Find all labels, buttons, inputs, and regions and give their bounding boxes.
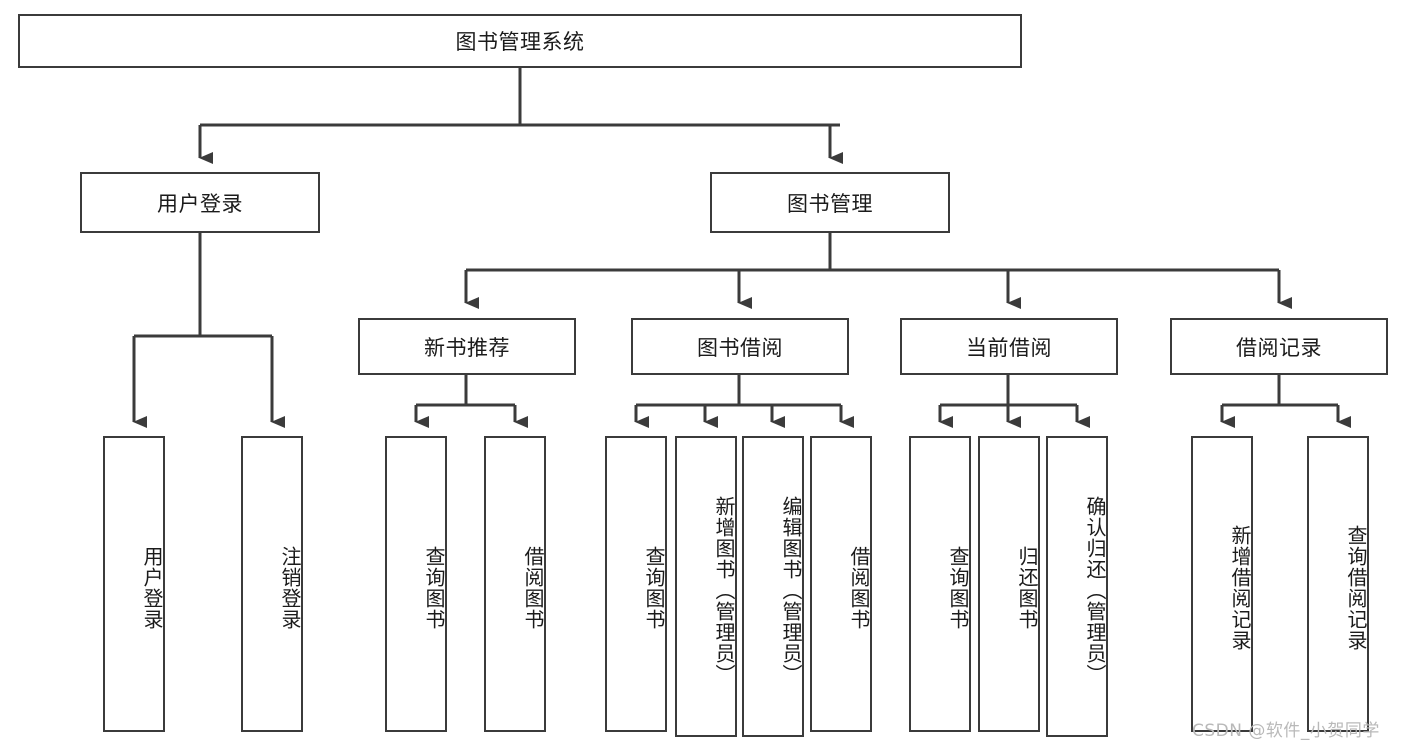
leaf-borrow-book-1[interactable]: 借阅图书 — [484, 436, 546, 732]
leaf-label: 确认归还（管理员） — [1083, 496, 1107, 685]
node-root[interactable]: 图书管理系统 — [18, 14, 1022, 68]
leaf-label: 编辑图书（管理员） — [779, 496, 803, 685]
leaf-query-record[interactable]: 查询借阅记录 — [1307, 436, 1369, 732]
leaf-label: 查询图书 — [946, 546, 970, 630]
leaf-borrow-book-2[interactable]: 借阅图书 — [810, 436, 872, 732]
node-borrow-record[interactable]: 借阅记录 — [1170, 318, 1388, 375]
leaf-label: 用户登录 — [140, 546, 164, 630]
leaf-edit-book[interactable]: 编辑图书（管理员） — [742, 436, 804, 737]
leaf-return-book[interactable]: 归还图书 — [978, 436, 1040, 732]
leaf-logout[interactable]: 注销登录 — [241, 436, 303, 732]
node-book-manage[interactable]: 图书管理 — [710, 172, 950, 233]
leaf-query-book-2[interactable]: 查询图书 — [605, 436, 667, 732]
node-new-book-recommend[interactable]: 新书推荐 — [358, 318, 576, 375]
node-current-borrow[interactable]: 当前借阅 — [900, 318, 1118, 375]
leaf-label: 借阅图书 — [521, 546, 545, 630]
leaf-query-book-3[interactable]: 查询图书 — [909, 436, 971, 732]
node-user-login[interactable]: 用户登录 — [80, 172, 320, 233]
leaf-add-record[interactable]: 新增借阅记录 — [1191, 436, 1253, 732]
leaf-label: 查询图书 — [422, 546, 446, 630]
leaf-label: 注销登录 — [278, 546, 302, 630]
leaf-user-login[interactable]: 用户登录 — [103, 436, 165, 732]
leaf-label: 借阅图书 — [847, 546, 871, 630]
leaf-label: 查询图书 — [642, 546, 666, 630]
leaf-label: 查询借阅记录 — [1344, 525, 1368, 651]
csdn-watermark: CSDN @软件_小贺同学 — [1192, 721, 1380, 741]
leaf-label: 新增图书（管理员） — [712, 496, 736, 685]
node-book-borrow[interactable]: 图书借阅 — [631, 318, 849, 375]
leaf-query-book-1[interactable]: 查询图书 — [385, 436, 447, 732]
leaf-label: 新增借阅记录 — [1228, 525, 1252, 651]
leaf-add-book[interactable]: 新增图书（管理员） — [675, 436, 737, 737]
leaf-label: 归还图书 — [1015, 546, 1039, 630]
leaf-confirm-return[interactable]: 确认归还（管理员） — [1046, 436, 1108, 737]
